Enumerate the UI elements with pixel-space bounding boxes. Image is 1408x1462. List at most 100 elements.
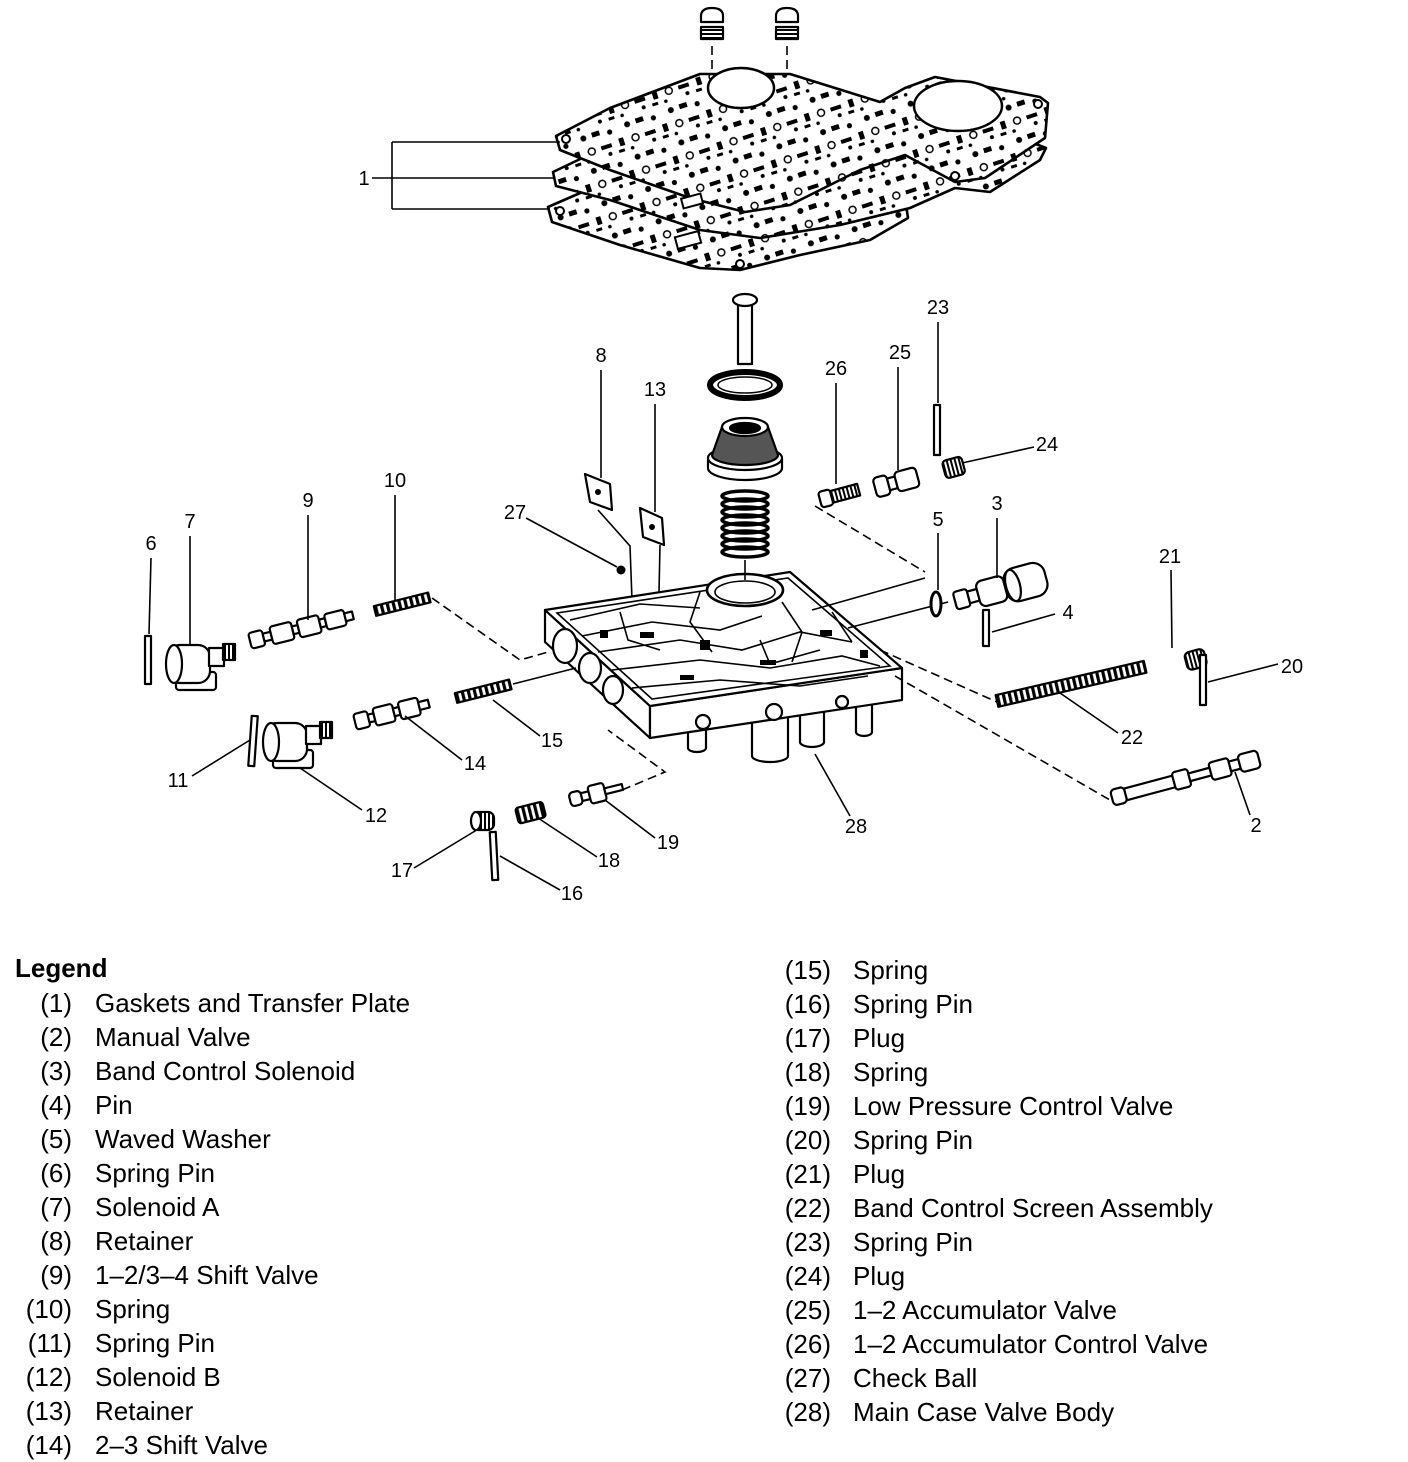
callout-label: 27 [504, 502, 526, 524]
band-control-screen-assembly [994, 659, 1148, 708]
legend-item-label: Gaskets and Transfer Plate [95, 988, 411, 1018]
legend-item-number: (22) [784, 1193, 831, 1223]
legend-item-label: Spring [853, 1057, 929, 1087]
solenoid-b [261, 720, 334, 770]
legend-item-label: Spring Pin [853, 1125, 973, 1155]
callout-label: 20 [1281, 656, 1303, 678]
legend-item-label: Plug [853, 1261, 906, 1291]
legend-item: (3) Band Control Solenoid [0, 1054, 1300, 1088]
legend-item-label: Spring [95, 1294, 171, 1324]
legend-item-number: (28) [784, 1397, 831, 1427]
solenoid-a [164, 642, 237, 692]
low-pressure-control-valve [568, 782, 625, 808]
callout-label: 24 [1036, 434, 1058, 456]
callout-label: 5 [932, 509, 943, 531]
callout-label: 12 [365, 805, 387, 827]
legend-item: (9) 1–2/3–4 Shift Valve [0, 1258, 1300, 1292]
check-ball [616, 565, 626, 575]
spring-vertical [720, 489, 770, 559]
legend-item: (5)Waved Washer [0, 1122, 1300, 1156]
legend-item-number: (5) [40, 1124, 72, 1154]
bolt [774, 6, 800, 41]
legend-item-number: (19) [784, 1091, 831, 1121]
gaskets-and-transfer-plate [546, 66, 1050, 272]
legend-item-label: 1–2/3–4 Shift Valve [95, 1260, 319, 1290]
accumulator-control-valve [817, 482, 862, 509]
legend-item-number: (1) [40, 988, 72, 1018]
legend-item: (18) Spring [0, 1055, 1300, 1089]
o-ring [707, 369, 783, 401]
legend-item-label: Band Control Screen Assembly [853, 1193, 1213, 1223]
legend-item-number: (8) [40, 1226, 72, 1256]
legend-item-number: (18) [784, 1057, 831, 1087]
shift-valve-1-2-3-4 [247, 609, 355, 650]
legend-item-label: Spring Pin [853, 989, 973, 1019]
legend-item-label: Retainer [95, 1396, 194, 1426]
legend-item-number: (4) [40, 1090, 72, 1120]
legend-item-label: Plug [853, 1023, 906, 1053]
legend-item-label: Main Case Valve Body [853, 1397, 1115, 1427]
retainer-13-axis-line [658, 544, 661, 593]
main-case-valve-body [543, 570, 904, 764]
bolt [699, 6, 725, 41]
legend-item: (10)Spring [0, 1292, 1300, 1326]
legend-item: (6) Spring Pin [0, 1156, 1300, 1190]
pin-top [731, 292, 759, 366]
legend-item: (13)Retainer [0, 1394, 1300, 1428]
callout-label: 19 [657, 832, 679, 854]
legend-item-number: (25) [784, 1295, 831, 1325]
retainer-13 [638, 506, 666, 547]
legend-item-label: Solenoid B [95, 1362, 221, 1392]
legend-item-number: (11) [27, 1328, 72, 1358]
legend-item: (20)Spring Pin [0, 1123, 1300, 1157]
legend-item: (19) Low Pressure Control Valve [0, 1089, 1300, 1123]
legend-item: (28) Main Case Valve Body [0, 1395, 1300, 1429]
legend-item-label: Low Pressure Control Valve [853, 1091, 1174, 1121]
plug-cup [706, 416, 784, 482]
legend-item-number: (9) [40, 1260, 72, 1290]
callout-label: 10 [384, 470, 406, 492]
legend-item-label: 1–2 Accumulator Valve [853, 1295, 1117, 1325]
exploded-diagram: 1 2 3 4 5 6 7 8 9 10 11 12 13 14 15 16 1… [143, 6, 1303, 905]
callout-label: 7 [184, 511, 195, 533]
waved-washer [929, 590, 943, 618]
legend-item-number: (23) [784, 1227, 831, 1257]
spring-15-axis-line [512, 667, 577, 685]
pin-4 [981, 608, 991, 648]
callout-label: 25 [889, 342, 911, 364]
spring-18 [514, 801, 547, 825]
legend-item-label: Spring Pin [95, 1158, 215, 1188]
plug-24 [941, 455, 966, 479]
legend-item-number: (21) [784, 1159, 831, 1189]
spring-pin-23 [932, 403, 942, 457]
accumulator-body-line [811, 577, 926, 611]
callout-label: 17 [391, 860, 413, 882]
legend-item-number: (27) [784, 1363, 831, 1393]
legend-item-label: Band Control Solenoid [95, 1056, 356, 1086]
retainer-8-axis-line [597, 509, 633, 601]
legend-item: (23)Spring Pin [0, 1225, 1300, 1259]
spring-15 [453, 678, 513, 704]
legend-item: (27)Check Ball [0, 1361, 1300, 1395]
shift-valve-2-3 [352, 696, 431, 731]
callout-label: 13 [644, 379, 666, 401]
legend-item-label: 2–3 Shift Valve [95, 1430, 268, 1460]
screen-axis-line [879, 649, 998, 703]
callout-label: 4 [1062, 602, 1073, 624]
legend-item-number: (26) [784, 1329, 831, 1359]
legend-item-number: (3) [40, 1056, 72, 1086]
spring-pin-16 [488, 830, 500, 882]
spring-10-axis-line [431, 597, 549, 661]
callout-label: 16 [561, 883, 583, 905]
legend-item: (2)Manual Valve [0, 1020, 1300, 1054]
legend-item-label: Plug [853, 1159, 906, 1189]
legend-item-label: Solenoid A [95, 1192, 220, 1222]
legend-item-number: (7) [40, 1192, 72, 1222]
legend-item: (11)Spring Pin [0, 1326, 1300, 1360]
legend-item-label: Retainer [95, 1226, 194, 1256]
accumulator-valve [872, 466, 921, 498]
legend-item: (1) Gaskets and Transfer Plate [0, 986, 1300, 1020]
callout-label: 26 [825, 358, 847, 380]
legend-item-number: (6) [40, 1158, 72, 1188]
manual-valve [1109, 749, 1262, 806]
